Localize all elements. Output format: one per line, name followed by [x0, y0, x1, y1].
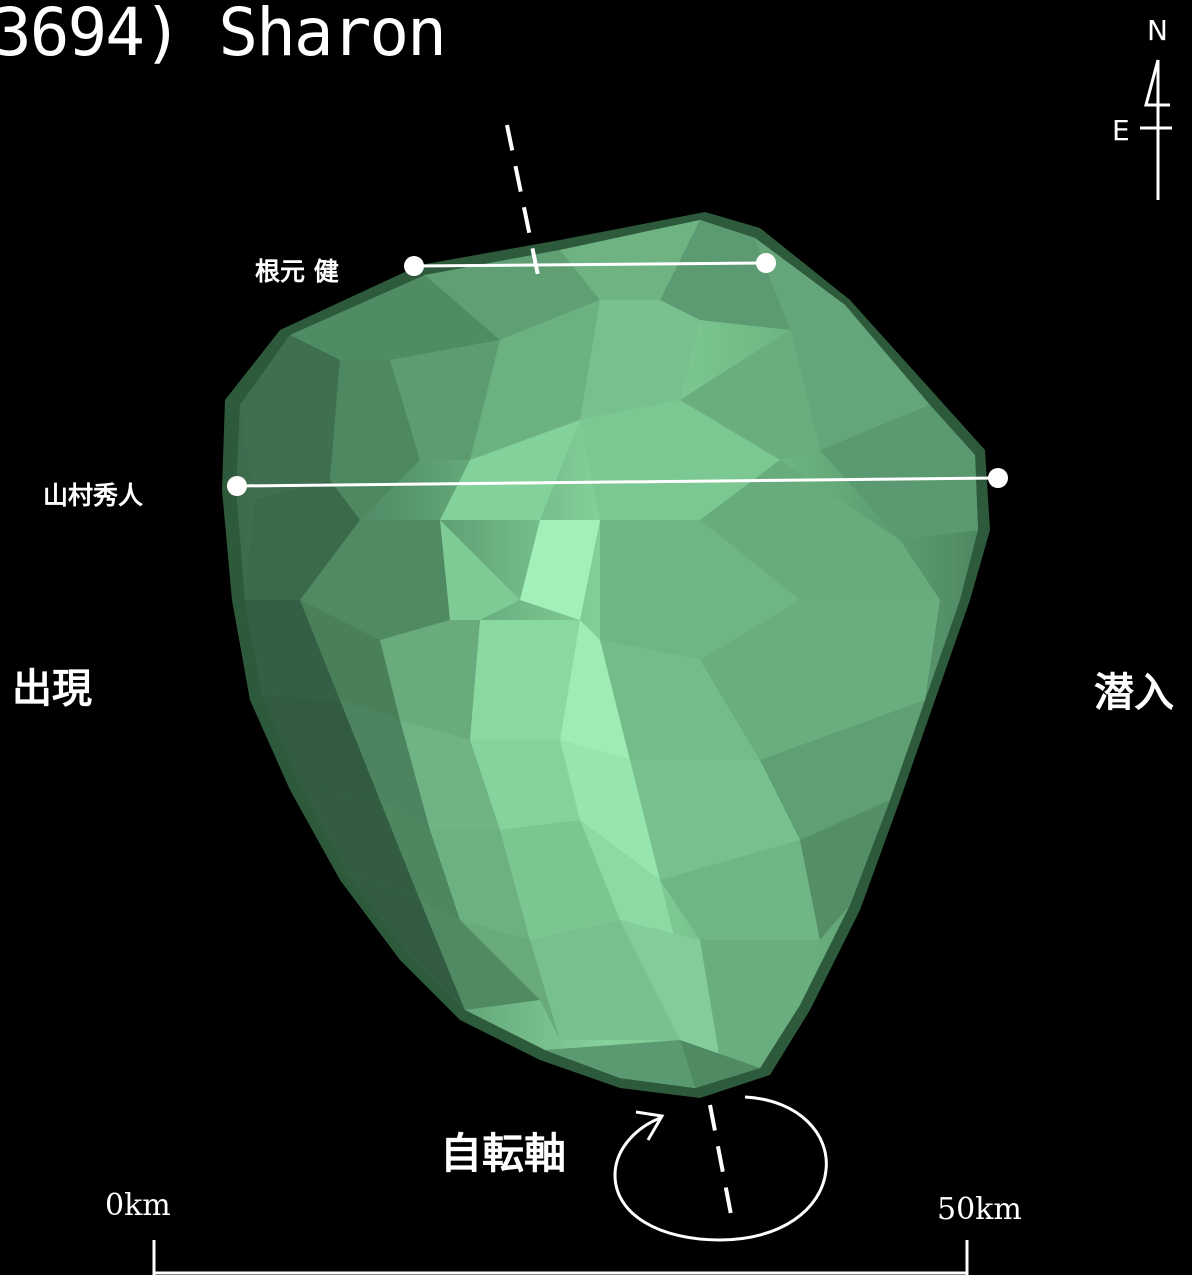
chord-2-start-point — [227, 476, 247, 496]
compass-north: N — [1147, 14, 1168, 47]
scale-end-label: 50km — [937, 1192, 1022, 1227]
observer-label-2: 山村秀人 — [43, 481, 144, 510]
rotation-direction-arrow-icon — [613, 1095, 828, 1242]
compass-east: E — [1112, 114, 1130, 147]
rotation-axis-top — [505, 124, 542, 286]
scale-bar — [152, 1240, 969, 1275]
asteroid-facets — [240, 220, 978, 1088]
scale-start-label: 0km — [105, 1188, 171, 1223]
compass-icon — [1140, 59, 1172, 200]
chord-line-2 — [236, 476, 999, 488]
diagram-title: 3694) Sharon — [0, 0, 447, 71]
rotation-axis-label: 自転軸 — [440, 1129, 567, 1178]
rotation-arrowhead-icon — [635, 1110, 665, 1141]
appearance-label: 出現 — [12, 666, 92, 712]
chord-2-end-point — [988, 468, 1008, 488]
chord-1-start-point — [404, 256, 424, 276]
chord-1-end-point — [756, 253, 776, 273]
rotation-axis-bottom — [708, 1104, 735, 1226]
chord-line-1 — [413, 261, 767, 268]
disappearance-label: 潜入 — [1094, 670, 1174, 716]
observer-label-1: 根元 健 — [255, 257, 339, 286]
